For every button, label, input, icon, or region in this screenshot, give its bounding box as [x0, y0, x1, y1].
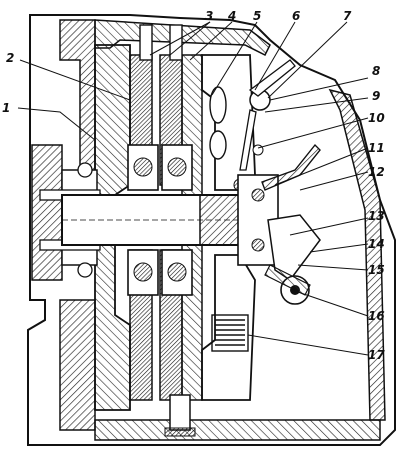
callout-9: 9: [372, 89, 380, 103]
callout-labels: 1 2 3 4 5 6 7 8 9 10 11 12 13 14 15 16 1…: [2, 9, 385, 362]
callout-13: 13: [368, 209, 385, 223]
callout-11: 11: [368, 141, 385, 155]
callout-16: 16: [368, 309, 385, 323]
callout-1: 1: [2, 101, 10, 115]
pressure-plate-cover: [201, 54, 256, 401]
top-bolts: [139, 24, 183, 61]
callout-2: 2: [6, 51, 14, 65]
leader-lines: [17, 21, 369, 356]
callout-5: 5: [253, 9, 261, 23]
drain-bolt: [164, 394, 196, 437]
return-spring: [211, 314, 249, 352]
callout-3: 3: [205, 9, 213, 23]
adjustment-linkage: [239, 59, 296, 171]
callout-12: 12: [368, 165, 385, 179]
release-fork: [261, 143, 321, 305]
callout-8: 8: [372, 64, 380, 78]
clutch-shaft: [61, 194, 263, 246]
callout-15: 15: [368, 263, 385, 277]
callout-6: 6: [292, 9, 300, 23]
callout-17: 17: [368, 348, 385, 362]
callout-7: 7: [343, 9, 352, 23]
callout-10: 10: [368, 111, 385, 125]
callout-14: 14: [368, 237, 385, 251]
callout-4: 4: [227, 9, 236, 23]
disc-hubs: [127, 144, 193, 296]
